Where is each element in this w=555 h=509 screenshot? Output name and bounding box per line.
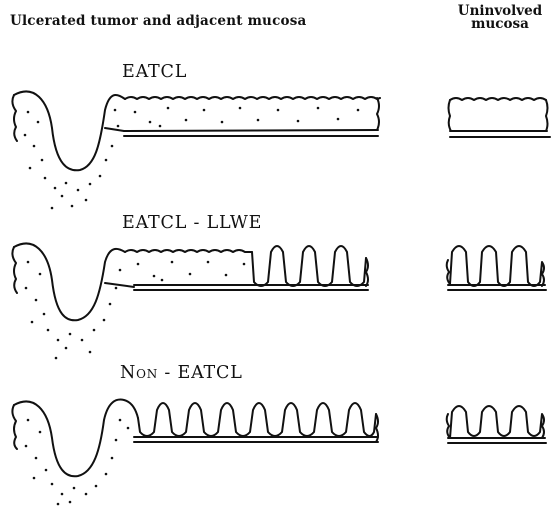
row1-uninvolved-panel bbox=[449, 98, 551, 137]
row2-stipple bbox=[25, 261, 246, 360]
row1-ulcer-profile bbox=[14, 91, 125, 170]
row2-ulcer-profile bbox=[14, 243, 125, 320]
row2-flat-mucosa-top bbox=[125, 250, 252, 252]
row1-flat-mucosa-top bbox=[125, 97, 380, 99]
stipple-dots bbox=[24, 107, 360, 506]
row2-villi bbox=[252, 246, 366, 286]
row1-stipple bbox=[24, 107, 360, 210]
row3-tumor-panel bbox=[12, 400, 378, 477]
row3-villi bbox=[138, 403, 376, 436]
row1-uninvolved-right bbox=[546, 100, 548, 131]
row1-left-wavy-edge bbox=[12, 95, 17, 141]
row1-tumor-panel bbox=[12, 91, 380, 170]
row3-uninvolved-panel bbox=[447, 406, 546, 443]
row2-tumor-panel bbox=[12, 243, 368, 320]
row1-ulcer-baseline bbox=[105, 128, 124, 131]
row3-uninvolved-villi bbox=[447, 406, 544, 438]
row1-uninvolved-top bbox=[450, 98, 546, 100]
row2-uninvolved-panel bbox=[447, 246, 546, 290]
row1-uninvolved-left bbox=[449, 100, 452, 131]
row2-left-wavy-edge bbox=[12, 247, 17, 293]
row3-left-wavy-edge bbox=[12, 405, 17, 449]
row3-stipple bbox=[25, 419, 130, 506]
row2-ulcer-baseline bbox=[105, 283, 134, 287]
row1-muscularis-top bbox=[124, 130, 378, 131]
row3-ulcer-profile bbox=[14, 400, 138, 477]
row1-right-wavy-edge bbox=[377, 98, 379, 130]
row2-uninvolved-villi bbox=[447, 246, 544, 286]
